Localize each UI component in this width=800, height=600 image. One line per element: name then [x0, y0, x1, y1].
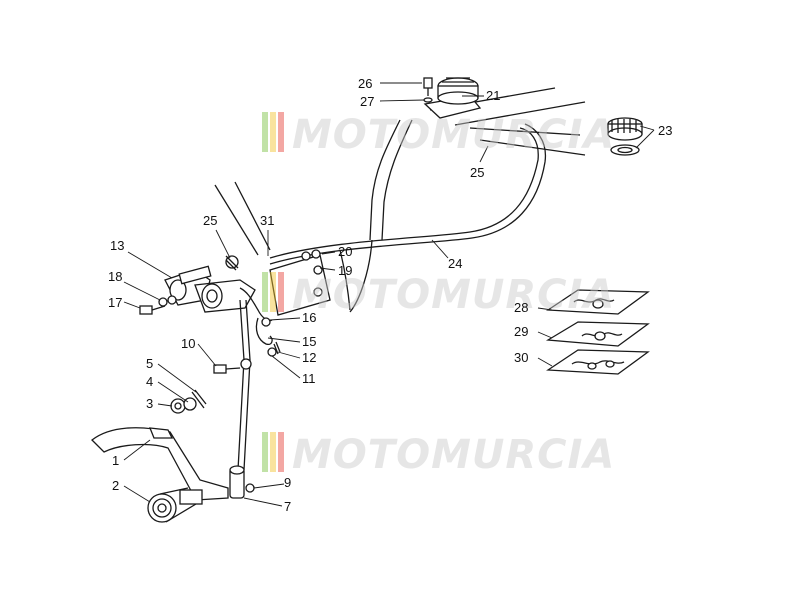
watermark-text-1: MOTOMURCIA — [292, 112, 615, 158]
watermark-1: MOTOMURCIA — [262, 112, 615, 158]
callout-12: 12 — [302, 350, 316, 365]
callout-11: 11 — [302, 371, 316, 386]
callout-4: 4 — [146, 374, 153, 389]
callout-28: 28 — [514, 300, 528, 315]
callout-13: 13 — [110, 238, 124, 253]
callout-17: 17 — [108, 295, 122, 310]
callout-2: 2 — [112, 478, 119, 493]
hose-kit-28 — [546, 289, 650, 315]
reservoir-assembly — [269, 77, 586, 313]
callout-25-left: 25 — [203, 213, 217, 228]
callout-labels: 26 27 21 23 25 24 25 31 20 19 13 18 17 1… — [108, 76, 672, 514]
watermark-text-2: MOTOMURCIA — [292, 272, 615, 318]
callout-10: 10 — [181, 336, 195, 351]
hose-kit-29 — [545, 321, 650, 347]
pedal-rubber-2 — [147, 487, 203, 523]
pedal-lever — [91, 427, 229, 501]
pushrod-assembly — [213, 299, 281, 499]
brake-pedal — [91, 389, 229, 523]
hose-kit-30 — [546, 349, 650, 375]
callout-21: 21 — [486, 88, 500, 103]
screw-26 — [423, 77, 433, 89]
callout-18: 18 — [108, 269, 122, 284]
callout-20: 20 — [338, 244, 352, 259]
callout-23: 23 — [658, 123, 672, 138]
callout-30: 30 — [514, 350, 528, 365]
watermark-2: MOTOMURCIA — [262, 272, 615, 318]
leader-lines — [123, 82, 655, 507]
washer-27 — [423, 97, 433, 103]
callout-29: 29 — [514, 324, 528, 339]
washer-18 — [158, 297, 168, 307]
reservoir-cap-23 — [607, 117, 643, 156]
callout-31: 31 — [260, 213, 274, 228]
pin-10 — [213, 364, 227, 374]
callout-24: 24 — [448, 256, 462, 271]
watermark-text-3: MOTOMURCIA — [292, 432, 615, 478]
callout-16: 16 — [302, 310, 316, 325]
master-cylinder — [139, 181, 331, 346]
callout-7: 7 — [284, 499, 291, 514]
washer-4 — [183, 397, 197, 411]
callout-25-top: 25 — [470, 165, 484, 180]
callout-5: 5 — [146, 356, 153, 371]
callout-15: 15 — [302, 334, 316, 349]
watermark-3: MOTOMURCIA — [262, 432, 615, 478]
callout-9: 9 — [284, 475, 291, 490]
callout-3: 3 — [146, 396, 153, 411]
callout-19: 19 — [338, 263, 352, 278]
callout-26: 26 — [358, 76, 372, 91]
callout-27: 27 — [360, 94, 374, 109]
callout-1: 1 — [112, 453, 119, 468]
bolt-17 — [139, 305, 153, 315]
